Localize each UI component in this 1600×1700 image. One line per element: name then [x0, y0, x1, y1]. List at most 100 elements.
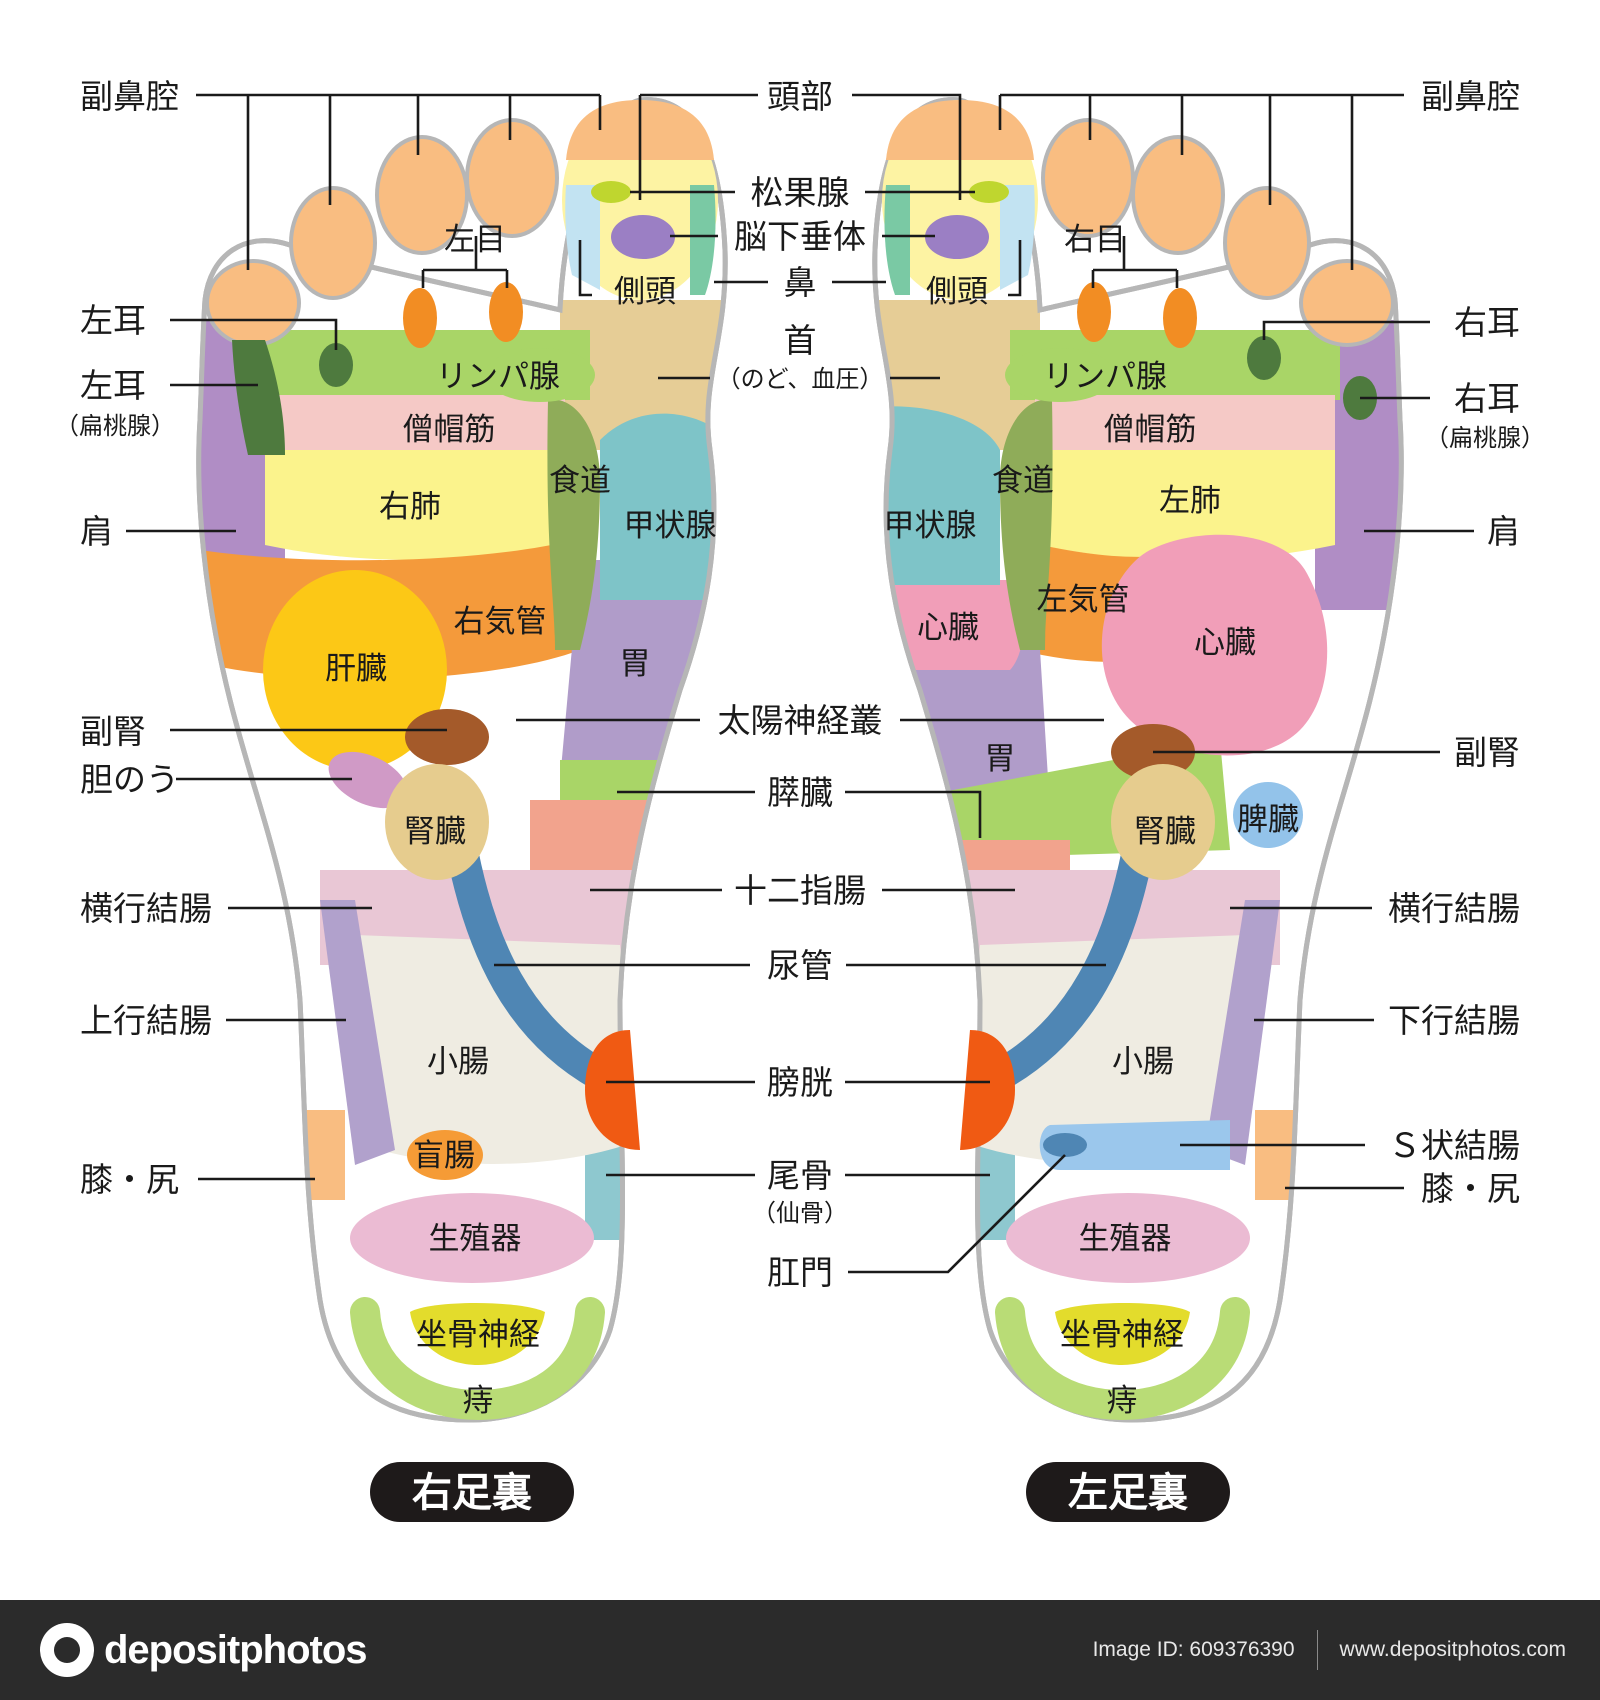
- esophagus-zone-l: [1000, 399, 1053, 650]
- lung-zone: [265, 450, 560, 560]
- zone-label-right-lung: 右肺: [379, 489, 441, 525]
- ascending-colon-zone: [320, 900, 395, 1165]
- label-neck: 首: [784, 321, 817, 360]
- zone-label-right-bronchus: 右気管: [454, 604, 547, 640]
- label-ureter: 尿管: [767, 946, 833, 985]
- genital-zone: [350, 1193, 594, 1283]
- thyroid-zone: [600, 413, 726, 600]
- liver-zone: [263, 570, 447, 770]
- zone-label-trapezius-r: 僧帽筋: [403, 412, 496, 448]
- image-id: Image ID: 609376390: [1092, 1638, 1295, 1661]
- label-ascending-colon: 上行結腸: [80, 1001, 212, 1040]
- camera-icon: [40, 1623, 94, 1677]
- label-pituitary: 脳下垂体: [734, 217, 866, 256]
- zone-label-heart: 心臓: [1194, 625, 1256, 661]
- label-nose: 鼻: [784, 263, 817, 302]
- zone-label-kidney-r: 腎臓: [404, 814, 466, 850]
- toe-5-l: [1299, 259, 1395, 347]
- temple-zone-r: [690, 185, 716, 295]
- label-knee-hip-left: 膝・尻: [80, 1160, 179, 1199]
- label-solar-plexus: 太陽神経叢: [718, 701, 883, 740]
- sigmoid-tip: [1043, 1133, 1087, 1157]
- zone-label-lymph-r: リンパ腺: [436, 359, 560, 395]
- pineal-spot: [591, 181, 631, 203]
- label-descending-colon: 下行結腸: [1388, 1001, 1520, 1040]
- temple-zone-l2: [1000, 185, 1035, 290]
- zone-label-genitals-r: 生殖器: [429, 1221, 522, 1257]
- small-intestine-zone: [355, 935, 640, 1164]
- zone-label-stomach-r: 胃: [620, 646, 651, 682]
- eye-spot-1: [403, 288, 437, 348]
- toe-3: [375, 135, 469, 255]
- kidney-zone: [385, 764, 489, 880]
- footer-divider: [1316, 1630, 1318, 1670]
- label-adrenal-left: 副腎: [80, 712, 146, 751]
- gallbladder-zone: [328, 751, 408, 809]
- zone-label-small-intestine-r: 小腸: [427, 1044, 489, 1080]
- ear-spot: [319, 343, 353, 387]
- zone-label-heart-small: 心臓: [917, 610, 979, 646]
- zone-label-temporal-l: 側頭: [926, 274, 988, 310]
- eye-spot-1-l: [1077, 282, 1111, 342]
- zone-label-kidney-l: 腎臓: [1134, 814, 1196, 850]
- temple-zone-l: [565, 185, 600, 290]
- label-transverse-colon-left: 横行結腸: [80, 889, 212, 928]
- left-foot-title: 左足裏: [1068, 1470, 1188, 1516]
- trapezius-zone: [265, 395, 565, 455]
- label-shoulder-right: 肩: [1487, 512, 1520, 551]
- zone-label-cecum: 盲腸: [413, 1138, 475, 1174]
- zone-label-thyroid-l: 甲状腺: [884, 508, 977, 544]
- zone-label-thyroid-r: 甲状腺: [624, 508, 717, 544]
- toe-2-l: [1041, 118, 1135, 238]
- brand-logo: depositphotos: [40, 1623, 368, 1677]
- lung-zone-l: [1040, 450, 1335, 560]
- label-coccyx-sub: （仙骨）: [752, 1199, 848, 1227]
- label-duodenum: 十二指腸: [734, 871, 866, 910]
- small-intestine-zone-l: [960, 935, 1245, 1164]
- sciatic-zone-l: [1055, 1303, 1190, 1365]
- label-adrenal-right: 副腎: [1454, 733, 1520, 772]
- knee-hip-zone: [290, 1110, 345, 1200]
- toe-3-l: [1131, 135, 1225, 255]
- toe-2: [465, 118, 559, 238]
- zone-label-left-eye: 右目: [1064, 222, 1126, 258]
- brand-name: depositphotos: [104, 1627, 368, 1672]
- pituitary-spot-l: [925, 215, 989, 259]
- zone-label-hemorrhoids-l: 痔: [1107, 1383, 1138, 1419]
- left-foot-badge: [1026, 1462, 1230, 1522]
- right-foot-title: 右足裏: [412, 1470, 532, 1516]
- zone-label-temporal-r: 側頭: [614, 274, 676, 310]
- cecum-spot: [407, 1130, 483, 1180]
- zone-label-sciatic-l: 坐骨神経: [1060, 1317, 1184, 1353]
- watermark-footer: depositphotos Image ID: 609376390 www.de…: [0, 1600, 1600, 1700]
- label-head: 頭部: [767, 77, 833, 116]
- toe-4: [289, 186, 377, 300]
- label-left-ear: 左耳: [80, 301, 146, 340]
- label-sinus-left: 副鼻腔: [80, 77, 179, 116]
- zone-label-small-intestine-l: 小腸: [1112, 1044, 1174, 1080]
- trapezius-zone-l: [1035, 395, 1335, 455]
- genital-zone-l: [1006, 1193, 1250, 1283]
- label-right-ear-tonsil: 右耳: [1454, 379, 1520, 418]
- bladder-zone: [585, 1030, 640, 1150]
- zone-label-liver: 肝臓: [325, 651, 387, 687]
- left-foot: [872, 97, 1404, 1423]
- pituitary-spot: [611, 215, 675, 259]
- sciatic-zone: [410, 1303, 545, 1365]
- label-shoulder-left: 肩: [80, 512, 113, 551]
- thyroid-zone-l: [874, 406, 1000, 585]
- tonsil-ear-zone: [232, 340, 285, 455]
- reflexology-diagram: 左目 右目 側頭 側頭 リンパ腺 リンパ腺 僧帽筋 僧帽筋 右肺 左肺 食道 食…: [55, 77, 1545, 1522]
- knee-hip-zone-l: [1255, 1110, 1310, 1200]
- label-left-ear-tonsil: 左耳: [80, 366, 146, 405]
- label-right-ear: 右耳: [1454, 303, 1520, 342]
- label-neck-sub: （のど、血圧）: [717, 365, 884, 393]
- esophagus-zone: [547, 399, 600, 650]
- hemorrhoid-zone-l: [995, 1297, 1250, 1421]
- zone-label-spleen: 脾臓: [1237, 802, 1299, 838]
- zone-label-esophagus-r: 食道: [549, 463, 611, 499]
- descending-colon-zone: [1205, 900, 1280, 1165]
- spleen-zone: [1233, 782, 1303, 848]
- callout-labels: 副鼻腔 副鼻腔 頭部 松果腺 脳下垂体 鼻 首 （のど、血圧） 左耳 左耳 （扁…: [55, 77, 1545, 1292]
- zone-label-stomach-l: 胃: [985, 741, 1016, 777]
